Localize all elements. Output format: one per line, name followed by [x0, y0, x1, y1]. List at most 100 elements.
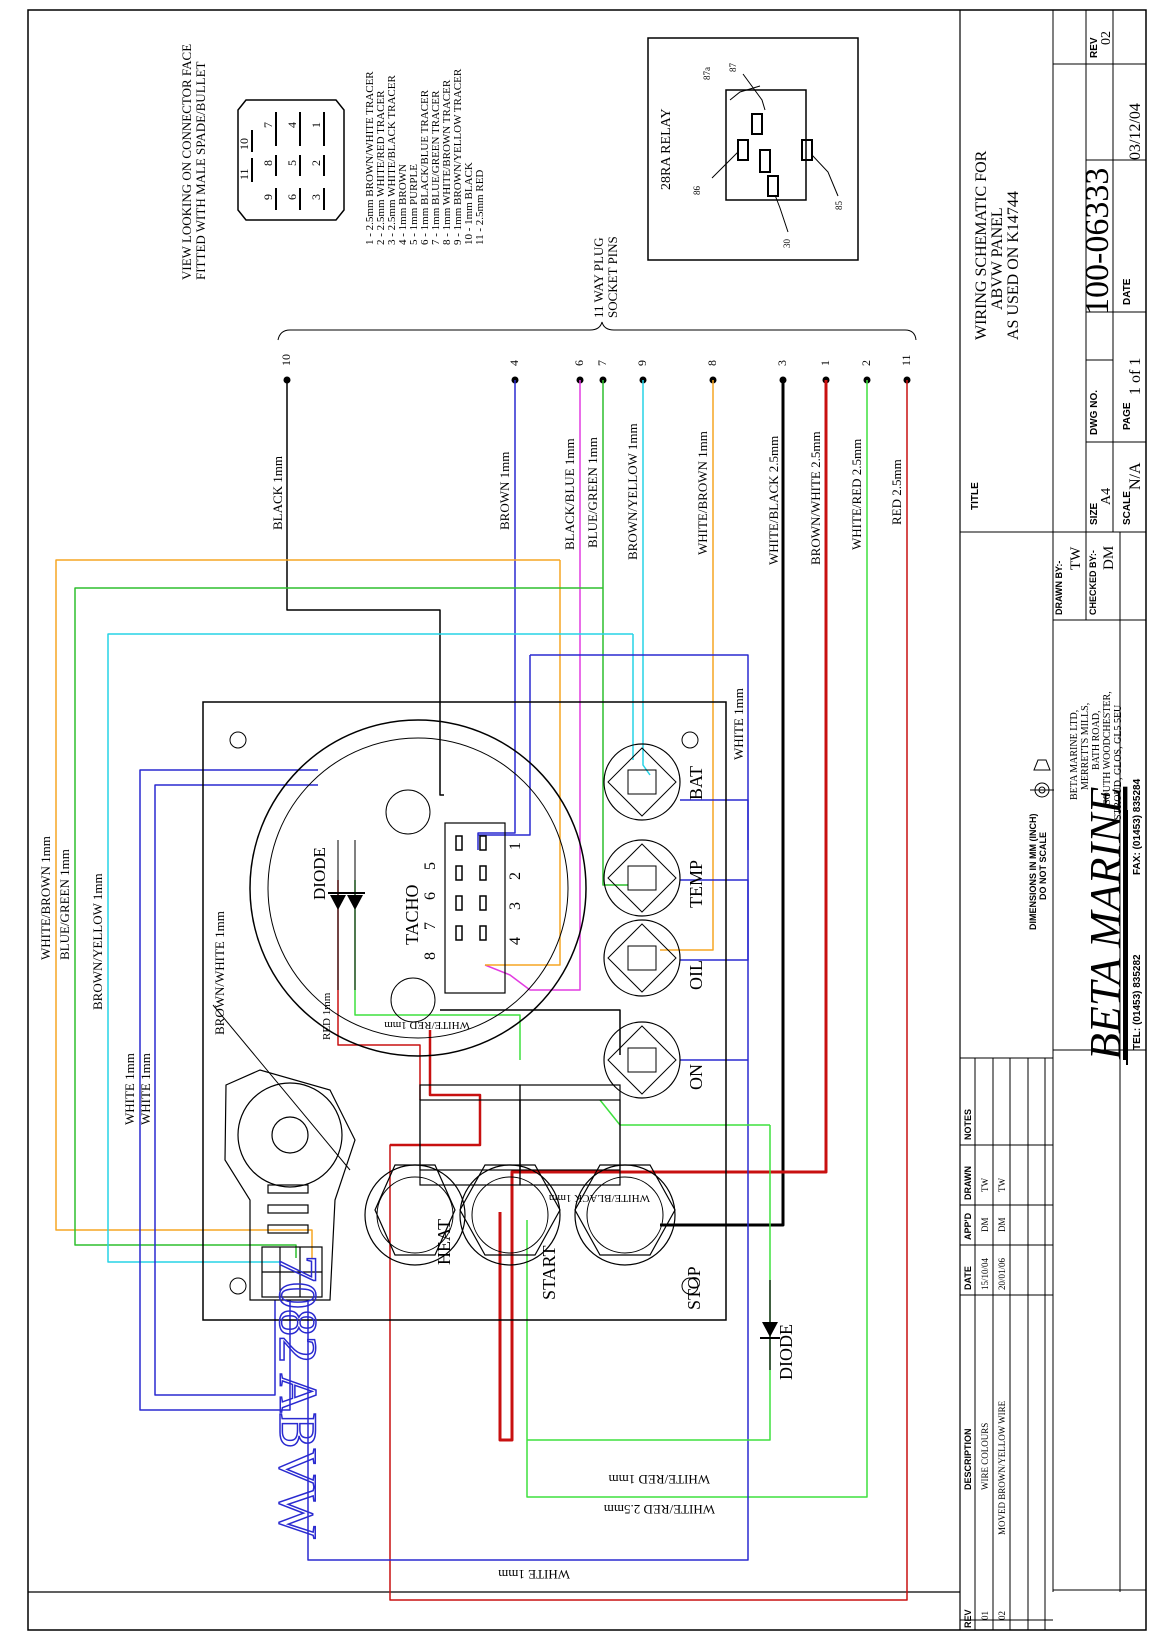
label-bottom-white-red-25: WHITE/RED 2.5mm	[604, 1502, 715, 1517]
tb-address: BETA MARINE LTD,	[1069, 710, 1080, 800]
wire-black	[286, 380, 444, 796]
label-white-red: WHITE/RED 2.5mm	[849, 439, 864, 550]
wire-panel-green-2	[599, 1099, 770, 1126]
tb-dims-line2: DO NOT SCALE	[1038, 832, 1048, 900]
pin-list-item: 5 - 1mm PURPLE	[408, 164, 420, 245]
gauge-temp-label: TEMP	[686, 860, 706, 908]
rev-header-date: DATE	[963, 1266, 973, 1290]
sender-unit	[212, 1004, 356, 1301]
label-panel-red: RED 1mm	[321, 992, 333, 1040]
wire-left-white-a	[139, 769, 318, 1411]
wire-left-white-b	[154, 784, 318, 1396]
mount-hole	[681, 731, 699, 749]
relay-diagram: 28RA RELAY 87a 87 86 30 85	[647, 37, 859, 261]
wire-blue-green	[602, 380, 628, 886]
rev-header-rev: REV	[963, 1609, 973, 1628]
tacho-boss	[390, 977, 436, 1023]
plug-bracket	[277, 321, 917, 341]
label-panel-white-black: WHITE/BLACK 1mm	[548, 1192, 650, 1204]
relay-title: 28RA RELAY	[659, 108, 674, 190]
wire-white-red	[526, 380, 868, 1498]
plug-pin-2: 2	[859, 360, 873, 366]
pin-list-item: 6 - 1mm BLACK/BLUE TRACER	[419, 89, 431, 245]
panel-outline	[202, 701, 727, 1321]
gauge-oil: OIL	[603, 919, 706, 997]
plug-pin-4: 4	[507, 360, 521, 366]
tb-drawn-value: TW	[1068, 546, 1084, 570]
tb-size-value: A4	[1099, 488, 1114, 505]
title-block: TITLE WIRING SCHEMATIC FOR ABVW PANEL AS…	[960, 10, 1146, 1592]
wire-left-blue-green	[74, 587, 603, 1258]
wire-left-white-brown	[55, 559, 560, 1258]
conn-pin-11: 11	[237, 168, 251, 180]
tb-scale-value: N/A	[1127, 462, 1144, 490]
rev-cell: WIRE COLOURS	[980, 1423, 990, 1490]
wire-heat-red	[390, 1030, 482, 1147]
pin-list-item: 7 - 1mm BLUE/GREEN TRACER	[430, 90, 442, 245]
plug-pin-9: 9	[635, 360, 649, 366]
wire-panel-blue-1	[680, 799, 749, 850]
connector-caption-line1: VIEW LOOKING ON CONNECTOR FACE	[179, 44, 194, 280]
wire-relay-black	[440, 1009, 621, 1055]
pin-list-item: 4 - 1mm BROWN	[397, 164, 409, 245]
plug-pin-10: 10	[279, 354, 293, 366]
tacho-pin: 7	[422, 922, 439, 930]
plug-pins: 10 4 6 7 9 8 3 1 2 11	[279, 354, 913, 384]
diode-label-bottom: DIODE	[776, 1324, 796, 1380]
switch-stop: STOP	[574, 1164, 704, 1310]
relay-terminal-30: 30	[782, 239, 792, 249]
label-right-white: WHITE 1mm	[731, 688, 746, 760]
tb-address: BATH ROAD,	[1091, 711, 1102, 770]
tb-dwg-no: 100-06333	[1079, 168, 1116, 315]
conn-pin-6: 6	[285, 194, 299, 200]
tb-fax: FAX: (01453) 835284	[1132, 778, 1143, 875]
rev-row-02: 02 MOVED BROWN/YELLOW WIRE 20/01/06 DM T…	[997, 1178, 1007, 1620]
instrument-panel: TACHO 5 6 7 8 1 2 3 4 DIODE BAT	[202, 701, 796, 1539]
rev-cell: TW	[997, 1178, 1007, 1192]
label-panel-white-red: WHITE/RED 1mm	[384, 1019, 470, 1031]
wire-left-brown-yellow	[107, 633, 633, 1263]
mount-hole	[229, 1277, 247, 1295]
pin-list-item: 2 - 2.5mm WHITE/RED TRACER	[375, 90, 387, 245]
sheet-border	[27, 9, 1147, 1631]
diode-pair: DIODE	[310, 840, 365, 990]
tacho-pin: 2	[507, 872, 524, 880]
gauge-bat-label: BAT	[686, 766, 706, 800]
label-bottom-white: WHITE 1mm	[498, 1567, 570, 1582]
plug-pin-8: 8	[705, 360, 719, 366]
wire-white-black	[660, 380, 785, 1227]
pin-list-item: 1 - 2.5mm BROWN/WHITE TRACER	[364, 71, 376, 245]
switch-start: START	[459, 1164, 561, 1300]
tb-dwg-label: DWG NO.	[1089, 390, 1100, 435]
conn-pin-8: 8	[261, 160, 275, 166]
label-left-brown-yellow: BROWN/YELLOW 1mm	[90, 873, 105, 1010]
label-left-white-a: WHITE 1mm	[122, 1053, 137, 1125]
conn-pin-9: 9	[261, 194, 275, 200]
label-brown: BROWN 1mm	[497, 452, 512, 530]
relay-terminal-87a: 87a	[702, 67, 712, 80]
tacho-pin: 6	[422, 892, 439, 900]
pin-list-item: 11 - 2.5mm RED	[474, 170, 486, 245]
rev-header-drawn: DRAWN	[963, 1166, 973, 1200]
switch-start-label: START	[539, 1246, 559, 1300]
rev-cell: 02	[997, 1611, 1007, 1620]
rev-header-description: DESCRIPTION	[963, 1428, 973, 1490]
rev-cell: DM	[997, 1217, 1007, 1232]
diode-label-top: DIODE	[310, 847, 329, 900]
conn-pin-2: 2	[309, 160, 323, 166]
label-white-black: WHITE/BLACK 2.5mm	[766, 436, 781, 565]
label-red: RED 2.5mm	[889, 459, 904, 525]
tb-rev-label: REV	[1089, 37, 1100, 58]
conn-pin-3: 3	[309, 194, 323, 200]
tacho-terminal-block	[444, 822, 506, 994]
rev-cell: DM	[980, 1217, 990, 1232]
wire-labels: BLACK 1mm BROWN 1mm BLACK/BLUE 1mm BLUE/…	[38, 423, 904, 1582]
connector-pins	[251, 112, 325, 210]
tacho-pin: 4	[507, 937, 524, 945]
tacho-inner	[267, 737, 569, 1039]
tacho-label: TACHO	[402, 884, 422, 945]
label-left-white-brown: WHITE/BROWN 1mm	[38, 836, 53, 960]
rev-cell: MOVED BROWN/YELLOW WIRE	[997, 1400, 1007, 1535]
relay-terminal-86: 86	[692, 186, 702, 196]
rev-header-appd: APP'D	[963, 1212, 973, 1240]
